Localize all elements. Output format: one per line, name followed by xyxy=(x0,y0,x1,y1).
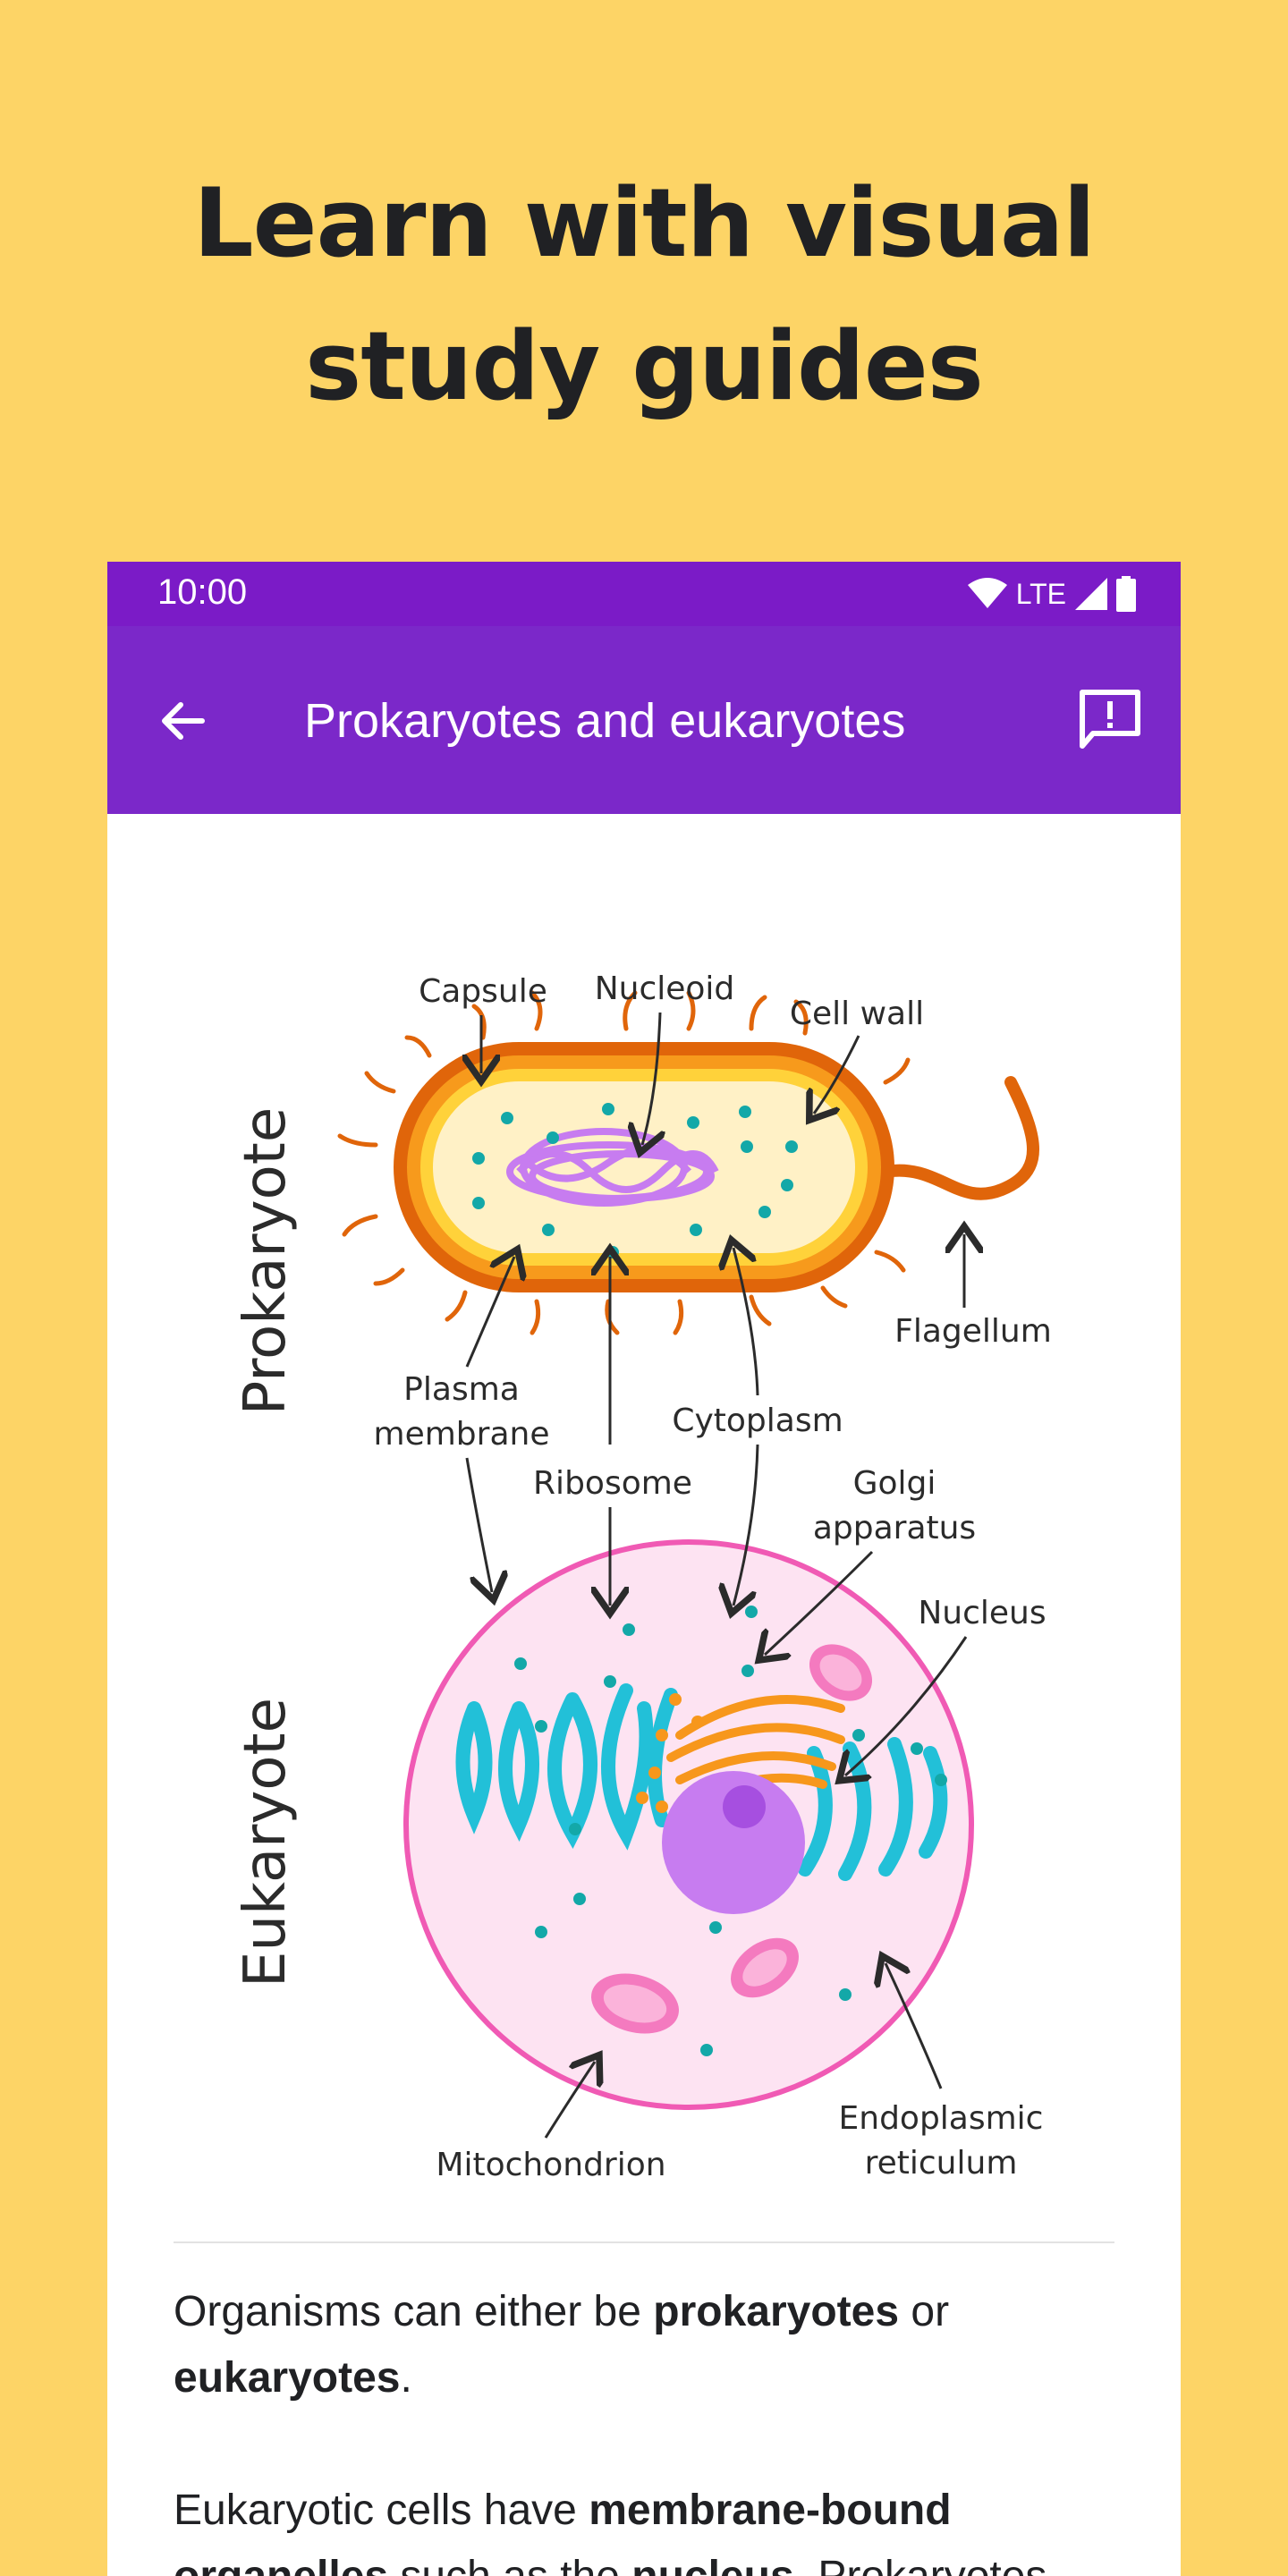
label-cytoplasm: Cytoplasm xyxy=(672,1402,843,1439)
label-cell-wall: Cell wall xyxy=(790,996,924,1032)
status-icons: LTE xyxy=(967,574,1136,614)
wifi-icon xyxy=(967,578,1007,608)
lesson-text: Organisms can either be prokaryotes or e… xyxy=(174,2279,1122,2576)
prokaryote-cell xyxy=(337,990,1039,1335)
label-nucleus: Nucleus xyxy=(918,1595,1046,1631)
cell-diagram: Prokaryote Eukaryote xyxy=(233,970,1052,2183)
label-golgi-2: apparatus xyxy=(813,1510,976,1546)
diagram-arrows xyxy=(467,1012,966,2139)
term-eukaryotes: eukaryotes xyxy=(174,2354,401,2402)
network-type: LTE xyxy=(1015,577,1066,610)
label-golgi-1: Golgi xyxy=(853,1465,936,1502)
diagram-labels: Capsule Nucleoid Cell wall Flagellum Pla… xyxy=(374,970,1052,2183)
phone-screen: 10:00 LTE Prokaryotes and eukaryotes xyxy=(107,562,1181,2576)
label-plasma-1: Plasma xyxy=(403,1371,520,1408)
promo-headline: Learn with visual study guides xyxy=(0,152,1288,438)
label-mitochondrion: Mitochondrion xyxy=(436,2147,665,2183)
term-membrane-bound-organelles: membrane-bound organelles xyxy=(174,2487,952,2576)
text-span: Eukaryotic cells have xyxy=(174,2487,589,2534)
label-er-2: reticulum xyxy=(865,2145,1018,2182)
label-plasma-2: membrane xyxy=(374,1416,550,1453)
text-span: such as the xyxy=(388,2553,631,2576)
text-span: Organisms can either be xyxy=(174,2288,654,2335)
prokaryote-side-label: Prokaryote xyxy=(233,1107,299,1416)
mitochondria xyxy=(590,1644,873,2034)
app-bar: Prokaryotes and eukaryotes xyxy=(107,626,1181,814)
battery-icon xyxy=(1116,576,1136,612)
promo-headline-line-1: Learn with visual xyxy=(193,168,1096,278)
status-bar: 10:00 LTE xyxy=(107,562,1181,626)
term-nucleus: nucleus xyxy=(631,2553,793,2576)
label-capsule: Capsule xyxy=(419,973,547,1010)
label-ribosome: Ribosome xyxy=(533,1465,692,1502)
text-span: or xyxy=(899,2288,950,2335)
text-span: . Prokaryotes xyxy=(794,2553,1047,2576)
paragraph-2: Eukaryotic cells have membrane-bound org… xyxy=(174,2478,1122,2576)
divider xyxy=(174,2241,1114,2243)
status-time: 10:00 xyxy=(157,572,248,612)
term-prokaryotes: prokaryotes xyxy=(653,2288,900,2335)
label-flagellum: Flagellum xyxy=(894,1313,1052,1350)
eukaryote-cell xyxy=(403,1539,974,2110)
back-arrow-icon[interactable] xyxy=(157,696,208,746)
feedback-icon[interactable] xyxy=(1075,685,1145,755)
signal-icon xyxy=(1075,578,1107,610)
promo-headline-line-2: study guides xyxy=(305,311,984,421)
paragraph-1: Organisms can either be prokaryotes or e… xyxy=(174,2279,1122,2411)
label-er-1: Endoplasmic xyxy=(839,2100,1044,2137)
page-title: Prokaryotes and eukaryotes xyxy=(304,694,906,748)
eukaryote-side-label: Eukaryote xyxy=(233,1698,299,1987)
label-nucleoid: Nucleoid xyxy=(595,970,735,1007)
text-span: . xyxy=(400,2354,412,2402)
